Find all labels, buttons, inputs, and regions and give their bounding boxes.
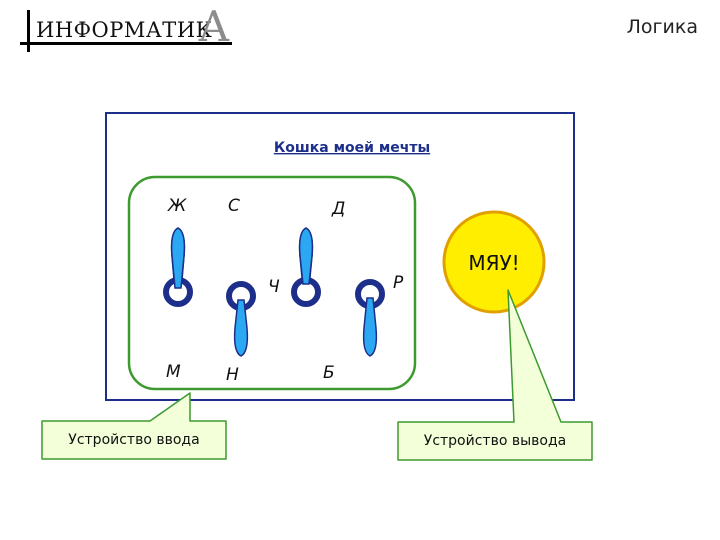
switch-lever-front bbox=[298, 227, 314, 285]
output-lamp bbox=[442, 210, 546, 314]
section-title: Логика bbox=[626, 16, 698, 38]
logo-horizontal-bar bbox=[20, 42, 232, 45]
label-d: Д bbox=[331, 199, 345, 219]
label-s: С bbox=[228, 196, 240, 216]
input-callout-text: Устройство ввода bbox=[68, 432, 199, 448]
label-zh: Ж bbox=[167, 196, 187, 216]
informatika-logo: ИНФОРМАТИК А bbox=[20, 2, 250, 54]
logo-vertical-bar bbox=[27, 10, 30, 52]
output-callout-text: Устройство вывода bbox=[424, 433, 566, 449]
output-text: МЯУ! bbox=[468, 251, 519, 275]
switch-zh[interactable] bbox=[163, 227, 193, 307]
switch-lever-front bbox=[170, 227, 186, 289]
switch-lever bbox=[362, 297, 378, 357]
output-callout-shape bbox=[397, 289, 593, 461]
label-r: Р bbox=[393, 273, 404, 293]
switch-n[interactable] bbox=[226, 281, 256, 357]
diagram-title: Кошка моей мечты bbox=[274, 140, 430, 156]
label-m: М bbox=[166, 362, 181, 382]
input-device-box bbox=[127, 175, 417, 391]
switch-d[interactable] bbox=[291, 227, 321, 307]
logo-big-letter: А bbox=[198, 2, 230, 51]
input-callout: Устройство ввода bbox=[41, 392, 227, 460]
label-n: Н bbox=[226, 365, 239, 385]
output-callout: Устройство вывода bbox=[397, 289, 593, 461]
label-ch: Ч bbox=[268, 277, 280, 297]
switch-lever bbox=[233, 299, 249, 357]
input-callout-shape bbox=[41, 392, 227, 460]
label-b: Б bbox=[323, 363, 335, 383]
logo-text: ИНФОРМАТИК bbox=[36, 18, 213, 42]
switch-b[interactable] bbox=[355, 279, 385, 357]
